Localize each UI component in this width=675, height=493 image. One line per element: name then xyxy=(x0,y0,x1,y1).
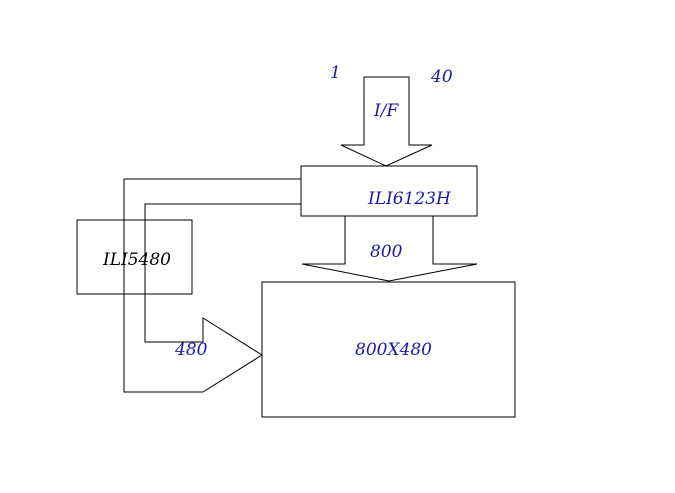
pin-first-label: 1 xyxy=(330,63,341,83)
interface-label: I/F xyxy=(373,101,399,121)
panel-box xyxy=(261,281,516,418)
gate-chip-box xyxy=(76,219,193,295)
interface-arrow xyxy=(340,76,433,167)
gate-chip-label: ILI5480 xyxy=(102,250,171,270)
panel-resolution-label: 800X480 xyxy=(355,340,432,360)
source-arrow xyxy=(301,214,478,282)
driver-chip-box xyxy=(300,165,478,217)
driver-chip-label: ILI6123H xyxy=(367,189,452,209)
gate-arrow-head xyxy=(202,317,263,393)
outer-connector-line xyxy=(123,178,301,393)
source-width-label: 800 xyxy=(370,242,403,262)
pin-last-label: 40 xyxy=(430,67,453,87)
inner-connector-line xyxy=(144,203,301,343)
gate-width-label: 480 xyxy=(174,340,208,360)
